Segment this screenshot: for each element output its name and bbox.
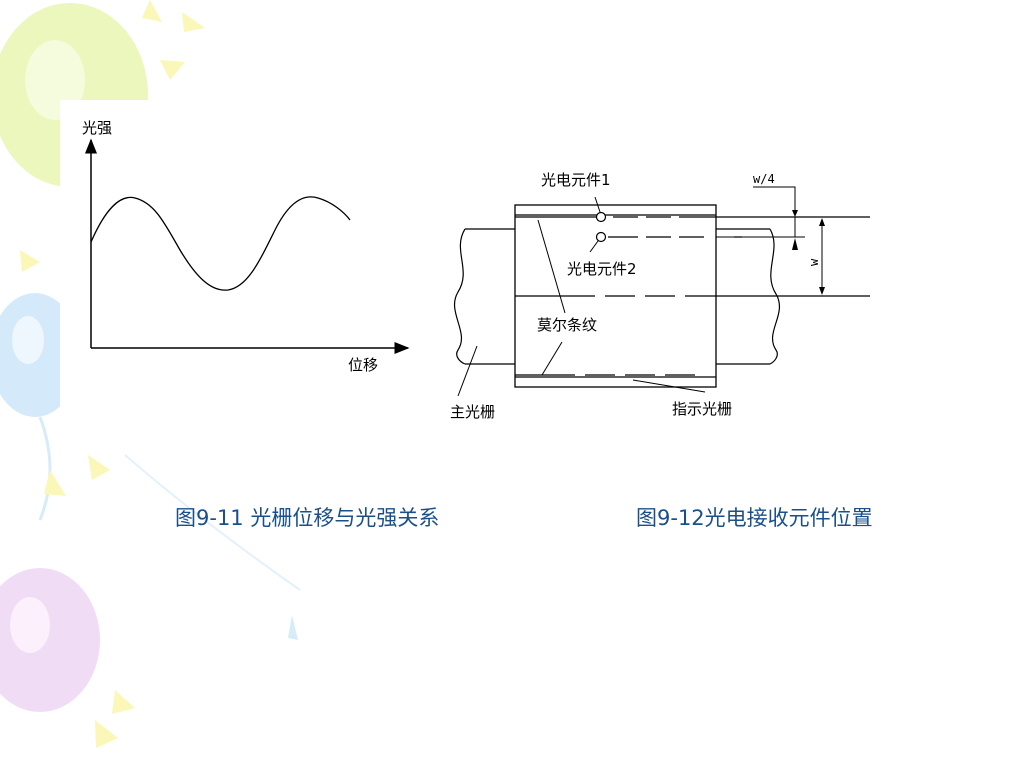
index-grating-label: 指示光栅 bbox=[672, 400, 732, 418]
caption-figure-9-12: 图9-12光电接收元件位置 bbox=[636, 506, 873, 530]
main-grating-right-break bbox=[769, 228, 781, 365]
x-axis-label: 位移 bbox=[348, 356, 378, 374]
photocell-2-leader bbox=[589, 240, 599, 253]
intensity-displacement-graph: 光强 位移 bbox=[82, 119, 410, 374]
moire-leader-lower bbox=[541, 341, 563, 376]
caption-figure-9-11: 图9-11 光栅位移与光强关系 bbox=[175, 506, 440, 530]
photocell-1-label: 光电元件1 bbox=[541, 171, 611, 189]
quarter-w-leader bbox=[753, 186, 796, 210]
photocell-position-diagram: 光电元件1 光电元件2 莫尔条纹 主光栅 指示光栅 w/4 w bbox=[450, 171, 870, 421]
photocell-1-icon bbox=[595, 211, 607, 223]
quarter-w-arrow-bottom bbox=[792, 238, 798, 250]
w-label: w bbox=[807, 258, 821, 266]
w-arrow-bottom bbox=[819, 287, 825, 295]
index-grating-leader bbox=[632, 379, 706, 393]
main-grating-left-break bbox=[453, 228, 466, 365]
y-axis-label: 光强 bbox=[82, 119, 112, 137]
photocell-1-leader bbox=[594, 196, 601, 213]
quarter-w-label: w/4 bbox=[753, 172, 775, 186]
moire-leader-upper bbox=[537, 219, 566, 314]
main-grating-leader bbox=[457, 345, 478, 397]
photocell-2-label: 光电元件2 bbox=[567, 260, 637, 278]
figure-panel: 光强 位移 bbox=[60, 100, 872, 450]
photocell-2-icon bbox=[595, 231, 607, 243]
w-arrow-top bbox=[819, 218, 825, 226]
moire-fringe-label: 莫尔条纹 bbox=[537, 316, 597, 334]
balloon-decoration bbox=[0, 0, 301, 748]
quarter-w-arrow-top bbox=[792, 210, 798, 217]
sine-curve bbox=[90, 196, 351, 291]
main-grating-label: 主光栅 bbox=[450, 403, 495, 421]
